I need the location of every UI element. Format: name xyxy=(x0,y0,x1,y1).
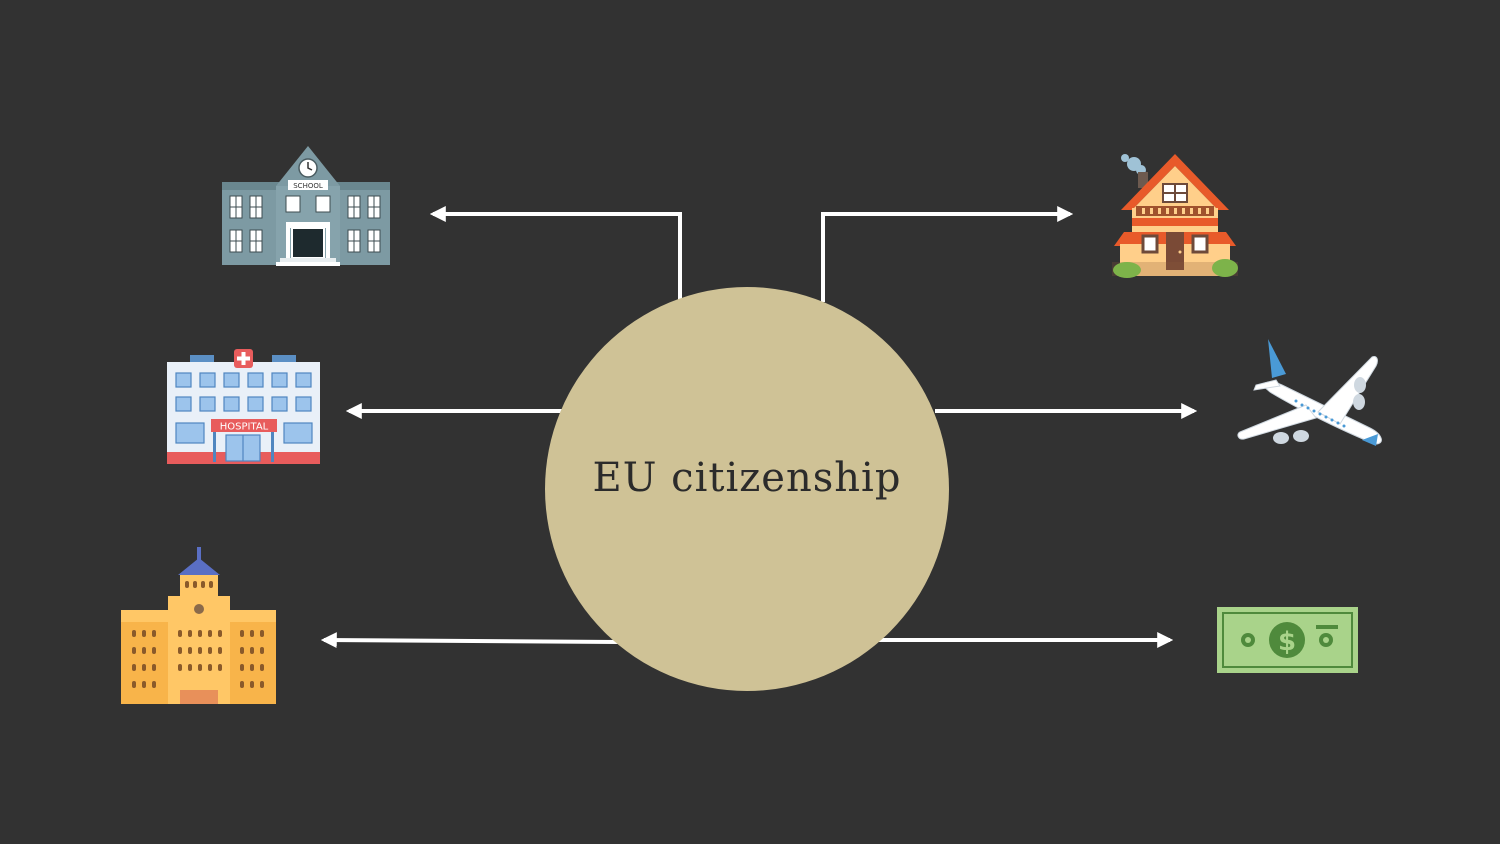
arrow-to-school xyxy=(429,206,682,300)
money-icon: $ xyxy=(1217,607,1358,673)
hospital-sign: HOSPITAL xyxy=(220,422,269,433)
school-icon: SCHOOL xyxy=(222,146,390,266)
hospital-icon: HOSPITAL xyxy=(167,349,320,464)
center-circle xyxy=(545,287,949,691)
school-sign: SCHOOL xyxy=(293,182,323,190)
center-label: EU citizenship xyxy=(592,455,902,501)
arrow-to-university xyxy=(320,632,619,649)
house-icon xyxy=(1112,154,1238,278)
arrow-to-house xyxy=(821,206,1074,302)
money-symbol: $ xyxy=(1278,627,1296,657)
university-icon xyxy=(121,547,276,704)
airplane-icon xyxy=(1237,339,1382,446)
